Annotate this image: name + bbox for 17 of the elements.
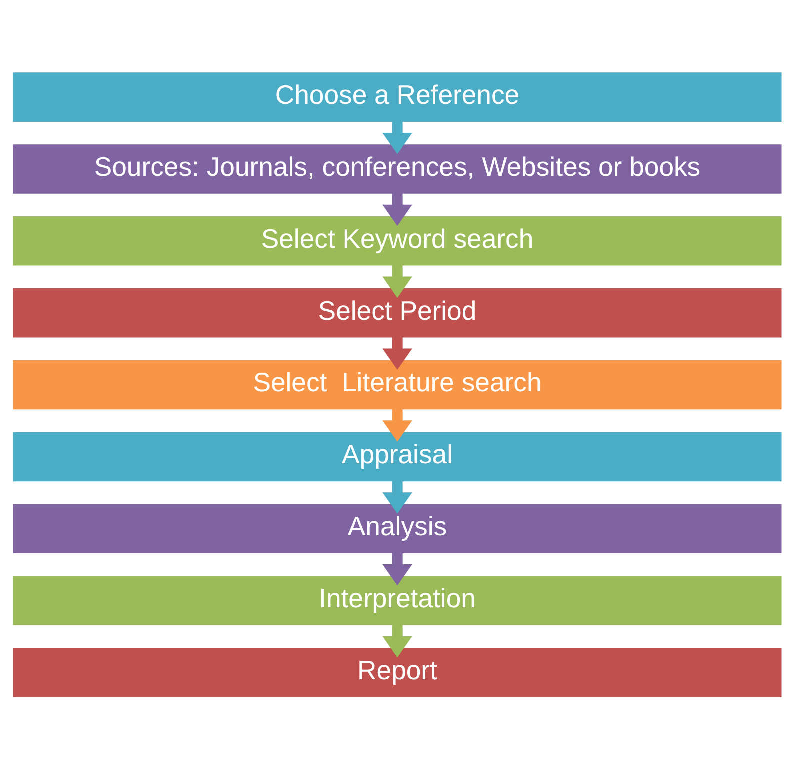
node-box: Select Keyword search <box>13 216 782 266</box>
node-box: Choose a Reference <box>13 72 782 122</box>
arrow <box>382 552 412 586</box>
arrow <box>382 193 412 226</box>
arrow <box>382 624 412 658</box>
arrow <box>382 121 412 154</box>
arrow <box>382 337 412 370</box>
node-box: Interpretation <box>13 576 782 626</box>
arrow <box>382 265 412 298</box>
node-box: Report <box>13 648 782 698</box>
arrow <box>382 480 412 514</box>
node-box: Appraisal <box>13 432 782 482</box>
node-box: Select Literature search <box>13 360 782 410</box>
node-box: Select Period <box>13 288 782 338</box>
arrow <box>382 409 412 442</box>
node-box: Analysis <box>13 504 782 554</box>
node-box: Sources: Journals, conferences, Websites or books <box>13 144 782 194</box>
